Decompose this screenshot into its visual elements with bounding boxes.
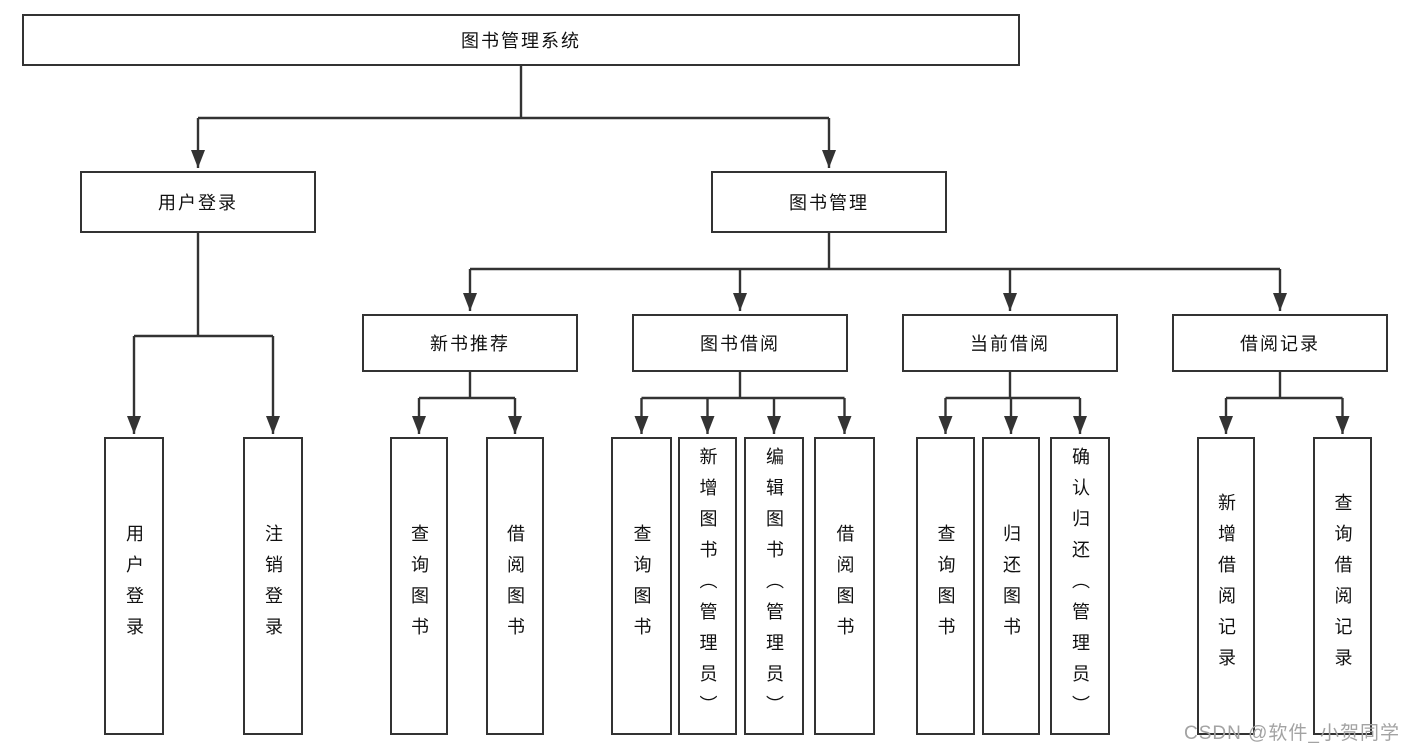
node-book-mgmt: 图书管理 (711, 171, 947, 233)
edge-trunk-current-borrow (945, 372, 1080, 400)
node-root: 图书管理系统 (22, 14, 1020, 66)
node-book-borrow: 图书借阅 (632, 314, 848, 372)
node-leaf-borrow-book-newrec: 借阅图书 (486, 437, 544, 735)
node-leaf-query-book-borrow: 查询图书 (611, 437, 672, 735)
node-leaf-query-book-newrec: 查询图书 (390, 437, 448, 735)
node-new-book-recommend: 新书推荐 (362, 314, 578, 372)
node-leaf-user-login: 用户登录 (104, 437, 164, 735)
watermark: CSDN @软件_小贺同学 (1184, 723, 1400, 744)
node-leaf-query-borrow-record: 查询借阅记录 (1313, 437, 1372, 735)
node-leaf-query-book-current: 查询图书 (916, 437, 975, 735)
node-borrow-record: 借阅记录 (1172, 314, 1388, 372)
node-leaf-edit-book-admin: 编辑图书（管理员） (744, 437, 804, 735)
node-leaf-return-book: 归还图书 (982, 437, 1040, 735)
edge-trunk-user-login (134, 233, 273, 338)
node-current-borrow: 当前借阅 (902, 314, 1118, 372)
edge-trunk-book-mgmt (470, 233, 1280, 271)
edge-trunk-new-book-recommend (419, 372, 515, 400)
edge-trunk-book-borrow (641, 372, 845, 400)
node-user-login: 用户登录 (80, 171, 316, 233)
edge-trunk-borrow-record (1226, 372, 1343, 400)
node-leaf-add-borrow-record: 新增借阅记录 (1197, 437, 1255, 735)
node-leaf-add-book-admin: 新增图书（管理员） (678, 437, 737, 735)
node-leaf-logout: 注销登录 (243, 437, 303, 735)
edge-trunk-root (198, 66, 829, 120)
node-leaf-borrow-book-borrow: 借阅图书 (814, 437, 875, 735)
node-leaf-confirm-return-admin: 确认归还（管理员） (1050, 437, 1110, 735)
